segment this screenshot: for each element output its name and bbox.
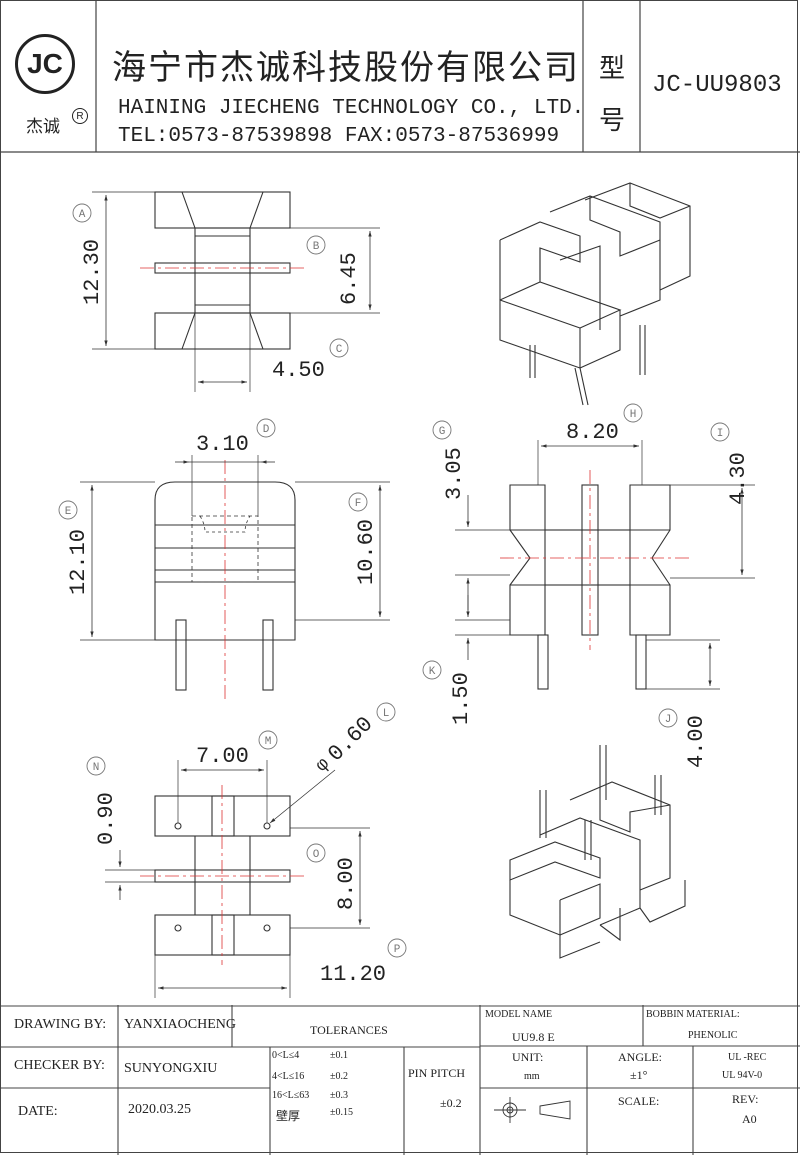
dim-value-I: 4.30: [726, 452, 751, 505]
bottom-view: [105, 760, 370, 998]
model-label-bottom: 号: [599, 106, 626, 135]
tag-J: J: [665, 714, 672, 726]
tolerances-label: TOLERANCES: [310, 1023, 388, 1037]
bobbin-material-value: PHENOLIC: [688, 1030, 738, 1041]
pin-pitch-label: PIN PITCH: [408, 1066, 466, 1080]
dim-value-N: 0.90: [94, 792, 119, 845]
logo-text: JC: [27, 48, 63, 79]
drawing-by-value: YANXIAOCHENG: [124, 1017, 236, 1032]
tag-M: M: [265, 736, 272, 748]
tag-F: F: [355, 498, 362, 510]
tag-I: I: [717, 428, 724, 440]
dim-value-P: 11.20: [320, 962, 386, 987]
date-label: DATE:: [18, 1104, 58, 1119]
tag-O: O: [313, 849, 320, 861]
date-value: 2020.03.25: [128, 1102, 191, 1117]
dim-value-F: 10.60: [354, 519, 379, 585]
model-number: JC-UU9803: [652, 72, 782, 99]
rev-label: REV:: [732, 1092, 759, 1106]
bobbin-material-label: BOBBIN MATERIAL:: [646, 1009, 740, 1020]
tag-B: B: [313, 241, 320, 253]
dim-value-B: 6.45: [337, 252, 362, 305]
dim-value-C: 4.50: [272, 358, 325, 383]
dim-value-M: 7.00: [196, 744, 249, 769]
side-view: [80, 455, 390, 700]
dim-value-A: 12.30: [80, 239, 105, 305]
header-grid: [0, 0, 800, 153]
tag-E: E: [65, 506, 72, 518]
logo-brand: 杰诚: [26, 117, 60, 137]
model-label-top: 型: [599, 54, 626, 83]
dim-value-H: 8.20: [566, 420, 619, 445]
tag-D: D: [263, 424, 270, 436]
tol-range-3: 16<L≤63: [272, 1090, 310, 1101]
tag-P: P: [394, 944, 401, 956]
top-view: [455, 440, 755, 690]
unit-label: UNIT:: [512, 1050, 544, 1064]
dim-value-D: 3.10: [196, 432, 249, 457]
angle-value: ±1°: [630, 1068, 648, 1082]
title-block-grid: [0, 1005, 800, 1155]
model-name-label: MODEL NAME: [485, 1009, 553, 1020]
tag-N: N: [93, 762, 100, 774]
projection-symbol-icon: [494, 1097, 571, 1123]
tol-value-4: ±0.15: [330, 1107, 353, 1118]
registered-mark: R: [72, 108, 88, 124]
dim-value-O: 8.00: [334, 857, 359, 910]
tag-K: K: [429, 666, 436, 678]
tag-H: H: [630, 409, 637, 421]
tol-range-2: 4<L≤16: [272, 1071, 305, 1082]
tag-L: L: [383, 708, 390, 720]
tol-range-4: 壁厚: [276, 1109, 301, 1123]
model-name-value: UU9.8 E: [512, 1030, 555, 1044]
tag-A: A: [79, 209, 86, 221]
dim-value-J: 4.00: [684, 715, 709, 768]
tol-value-3: ±0.3: [330, 1090, 348, 1101]
angle-label: ANGLE:: [618, 1050, 662, 1064]
dim-value-K: 1.50: [449, 672, 474, 725]
checker-by-label: CHECKER BY:: [14, 1058, 105, 1073]
unit-value: mm: [524, 1071, 540, 1082]
isometric-view-bottom: [509, 745, 686, 959]
tol-value-1: ±0.1: [330, 1050, 348, 1061]
company-logo: JC: [15, 34, 75, 94]
company-contact: TEL:0573-87539898 FAX:0573-87536999: [118, 125, 560, 148]
ul-94v0: UL 94V-0: [722, 1070, 763, 1081]
dim-value-G: 3.05: [442, 447, 467, 500]
tag-C: C: [336, 344, 343, 356]
dim-value-E: 12.10: [66, 529, 91, 595]
dim-value-L: 0.60: [323, 712, 378, 767]
technical-drawing: 12.30 6.45 4.50 3.10 12.10 10.60 3.05 8.…: [58, 182, 755, 998]
company-name-cn: 海宁市杰诚科技股份有限公司: [112, 50, 580, 87]
drawing-by-label: DRAWING BY:: [14, 1017, 107, 1032]
checker-by-value: SUNYONGXIU: [124, 1061, 218, 1076]
pin-pitch-value: ±0.2: [440, 1096, 462, 1110]
ul-rec: UL -REC: [728, 1052, 767, 1063]
tag-G: G: [439, 426, 446, 438]
scale-label: SCALE:: [618, 1094, 660, 1108]
isometric-view-top: [499, 182, 691, 406]
company-name-en: HAINING JIECHENG TECHNOLOGY CO., LTD.: [118, 97, 585, 120]
rev-value: A0: [742, 1112, 757, 1126]
front-view-top: [92, 191, 380, 392]
tol-value-2: ±0.2: [330, 1071, 348, 1082]
tol-range-1: 0<L≤4: [272, 1050, 300, 1061]
